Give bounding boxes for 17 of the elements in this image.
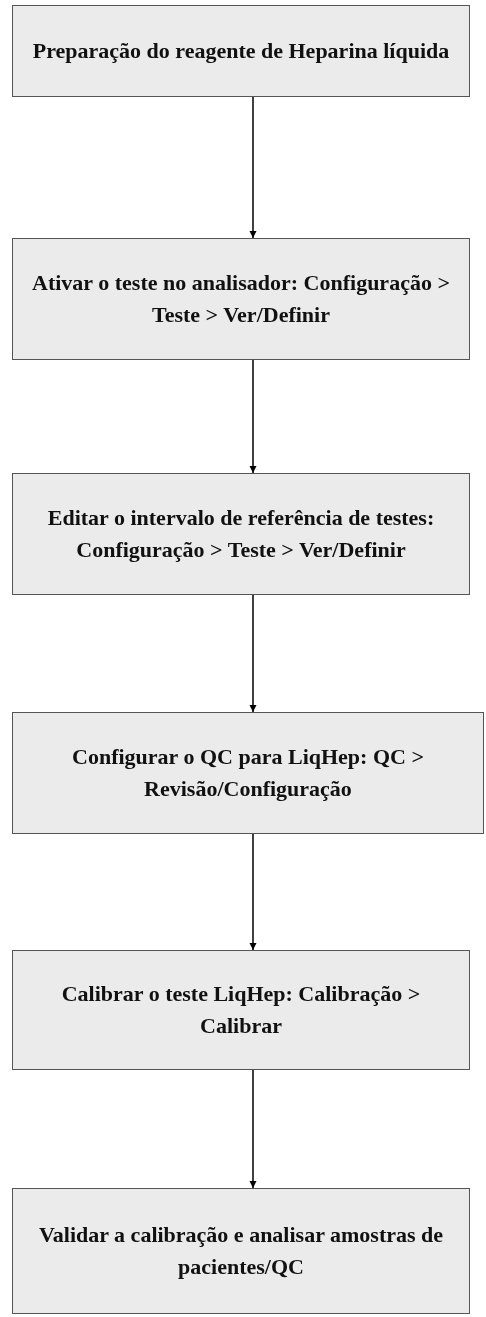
arrow: [249, 1069, 257, 1189]
step-text: Editar o intervalo de referência de testes: Configuração > Teste > Ver/Definir: [46, 504, 436, 564]
arrow: [249, 359, 257, 474]
arrow: [249, 833, 257, 951]
step-text: Ativar o teste no analisador: Configuração > Teste > Ver/Definir: [31, 269, 451, 329]
process-box: [12, 1188, 470, 1314]
step-text: Configurar o QC para LiqHep: QC > Revisão/Configuração: [71, 743, 425, 803]
process-box: [12, 238, 470, 360]
arrow: [249, 594, 257, 713]
process-box: [12, 5, 470, 97]
step-text: Preparação do reagente de Heparina líquida: [32, 37, 450, 65]
step-text: Calibrar o teste LiqHep: Calibração > Calibrar: [60, 980, 422, 1040]
step-text: Validar a calibração e analisar amostras de pacientes/QC: [37, 1221, 445, 1281]
process-box: [12, 712, 484, 834]
process-box: [12, 473, 470, 595]
arrow: [249, 96, 257, 239]
process-box: [12, 950, 470, 1070]
